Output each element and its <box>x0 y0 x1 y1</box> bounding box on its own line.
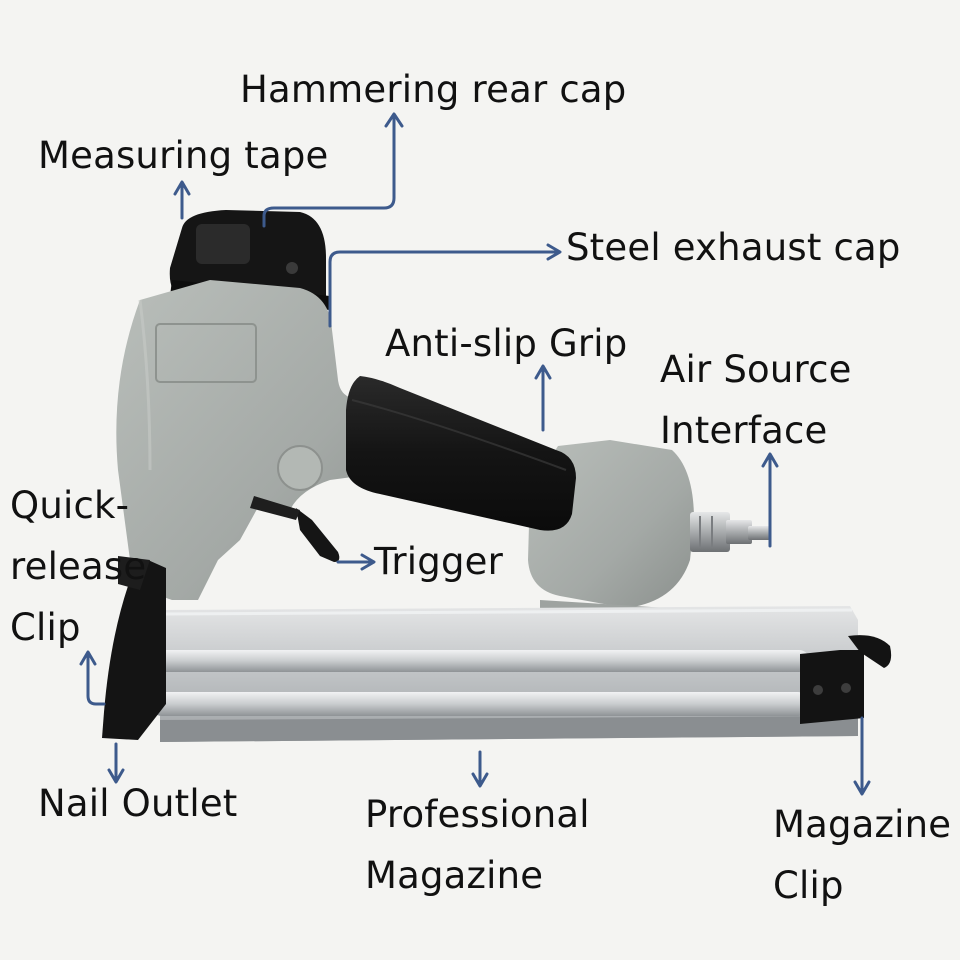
air-source-fitting <box>690 512 770 552</box>
label-quick-release-clip: Quick- release Clip <box>10 484 147 649</box>
label-magazine-clip: Magazine Clip <box>773 803 952 907</box>
tool-body <box>116 280 404 600</box>
nail-outlet <box>102 556 166 740</box>
label-steel-exhaust-cap: Steel exhaust cap <box>566 226 901 269</box>
label-anti-slip-grip: Anti-slip Grip <box>385 322 628 365</box>
label-trigger: Trigger <box>374 540 504 583</box>
trigger <box>250 496 340 562</box>
label-measuring-tape: Measuring tape <box>38 134 329 177</box>
anti-slip-grip <box>346 376 576 531</box>
label-nail-outlet: Nail Outlet <box>38 782 238 825</box>
professional-magazine <box>150 606 858 742</box>
annotation-arrows <box>79 112 871 796</box>
label-air-source-interface: Air Source Interface <box>660 348 852 452</box>
label-professional-magazine: Professional Magazine <box>365 793 590 897</box>
label-hammering-rear-cap: Hammering rear cap <box>240 68 627 111</box>
magazine-clip <box>800 635 892 724</box>
